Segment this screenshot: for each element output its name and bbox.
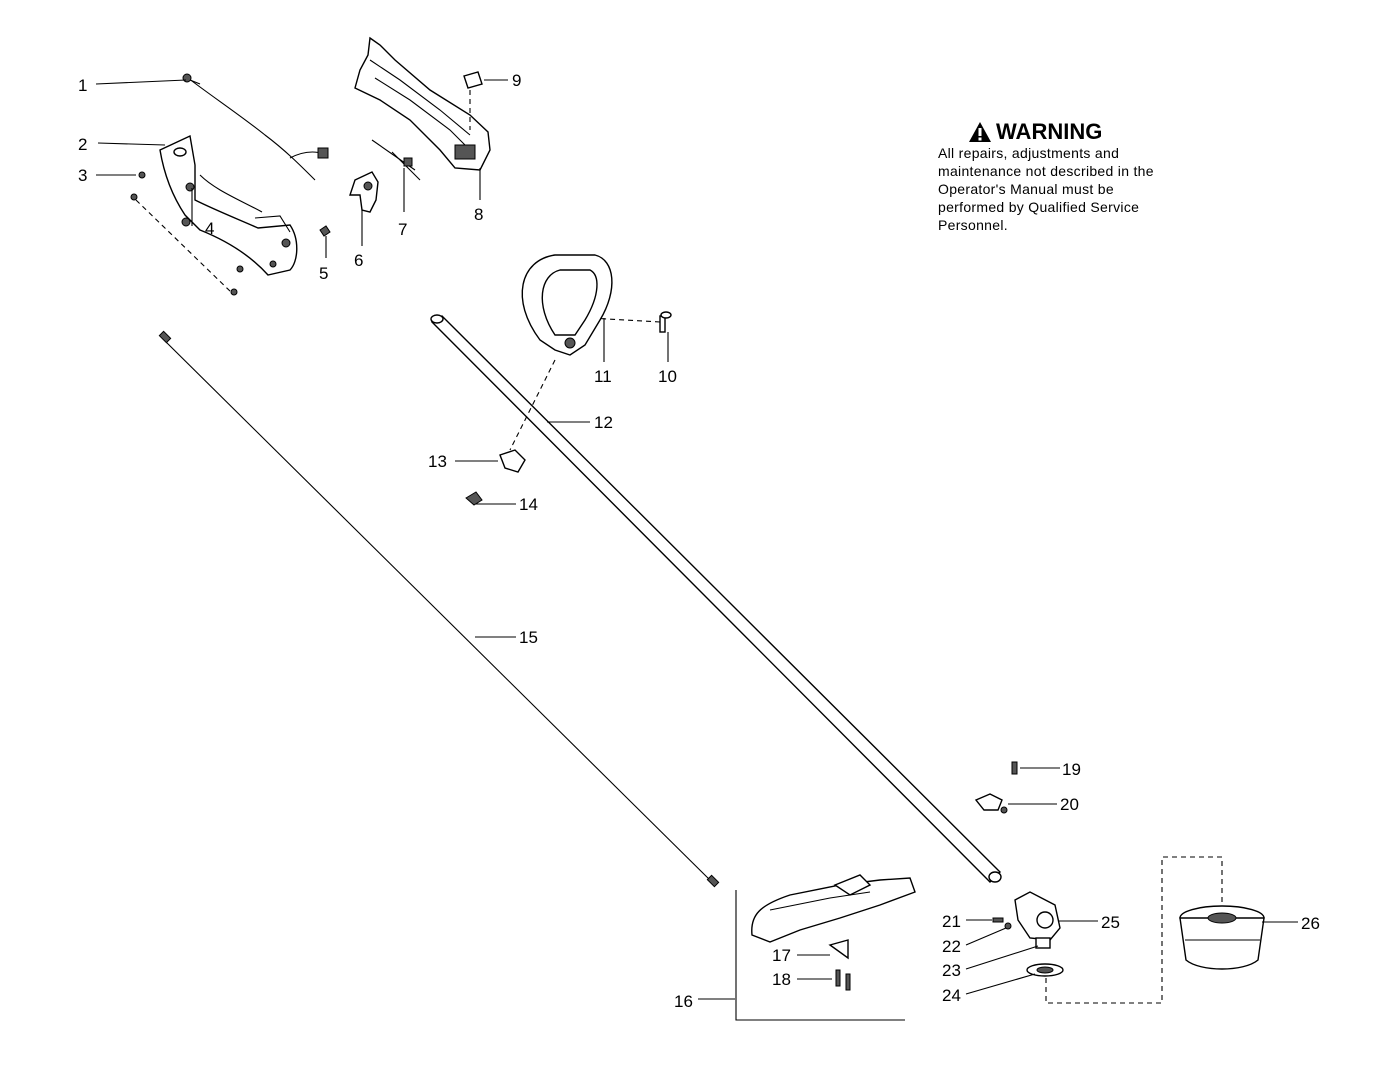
part-17-blade [828, 939, 849, 960]
callout-26: 26 [1301, 914, 1320, 933]
callout-22: 22 [942, 937, 961, 956]
part-12-drive-tube [430, 314, 1002, 883]
part-16-guard [735, 874, 916, 1021]
part-2-handle-housing [159, 134, 298, 276]
callout-5: 5 [319, 264, 328, 283]
callout-13: 13 [428, 452, 447, 471]
part-11-d-handle [521, 254, 613, 356]
part-1-throttle-cable [182, 73, 329, 181]
callout-7: 7 [398, 220, 407, 239]
callout-21: 21 [942, 912, 961, 931]
callout-3: 3 [78, 166, 87, 185]
part-5-clip [319, 225, 331, 237]
callout-19: 19 [1062, 760, 1081, 779]
callout-25: 25 [1101, 913, 1120, 932]
callout-15: 15 [519, 628, 538, 647]
part-13-clamp [499, 359, 556, 473]
part-20-bracket [974, 793, 1008, 814]
callout-17: 17 [772, 946, 791, 965]
callout-18: 18 [772, 970, 791, 989]
part-9-switch [463, 71, 483, 130]
callout-1: 1 [78, 76, 87, 95]
callout-23: 23 [942, 961, 961, 980]
callout-20: 20 [1060, 795, 1079, 814]
part-10-bolt [589, 311, 672, 333]
part-6-throttle-trigger [349, 171, 379, 213]
callout-11: 11 [594, 367, 612, 386]
part-21-screw [992, 917, 1004, 923]
part-8-handle-half [354, 36, 491, 171]
warning-text: All repairs, adjustments and maintenance… [938, 145, 1154, 233]
part-19-bolt [1011, 761, 1018, 775]
part-25-gearhead [1014, 891, 1061, 941]
callout-14: 14 [519, 495, 538, 514]
part-4-nut [181, 217, 191, 227]
callout-6: 6 [354, 251, 363, 270]
part-22-washer [1004, 922, 1012, 930]
leader-lines [95, 79, 1298, 1000]
callout-8: 8 [474, 205, 483, 224]
warning-triangle-icon [968, 121, 992, 143]
warning-heading: WARNING [968, 120, 1198, 144]
callout-10: 10 [658, 367, 677, 386]
callout-9: 9 [512, 71, 521, 90]
part-3-screw [130, 171, 244, 296]
callout-12: 12 [594, 413, 613, 432]
warning-notice: WARNING All repairs, adjustments and mai… [938, 120, 1198, 234]
callout-2: 2 [78, 135, 87, 154]
callout-numbers: 1 2 3 4 5 6 7 8 9 10 11 12 13 14 15 16 1… [78, 71, 1320, 1011]
callout-24: 24 [942, 986, 961, 1005]
callout-4: 4 [205, 219, 214, 238]
callout-16: 16 [674, 992, 693, 1011]
part-14-knob [465, 491, 483, 506]
warning-title: WARNING [996, 119, 1103, 144]
part-15-drive-shaft [158, 330, 720, 888]
part-7-wire [371, 139, 421, 181]
part-18-screws [835, 969, 851, 991]
part-23-spindle [1035, 937, 1051, 949]
part-24-washer [1026, 856, 1223, 1004]
part-26-trimmer-head [1179, 905, 1265, 970]
